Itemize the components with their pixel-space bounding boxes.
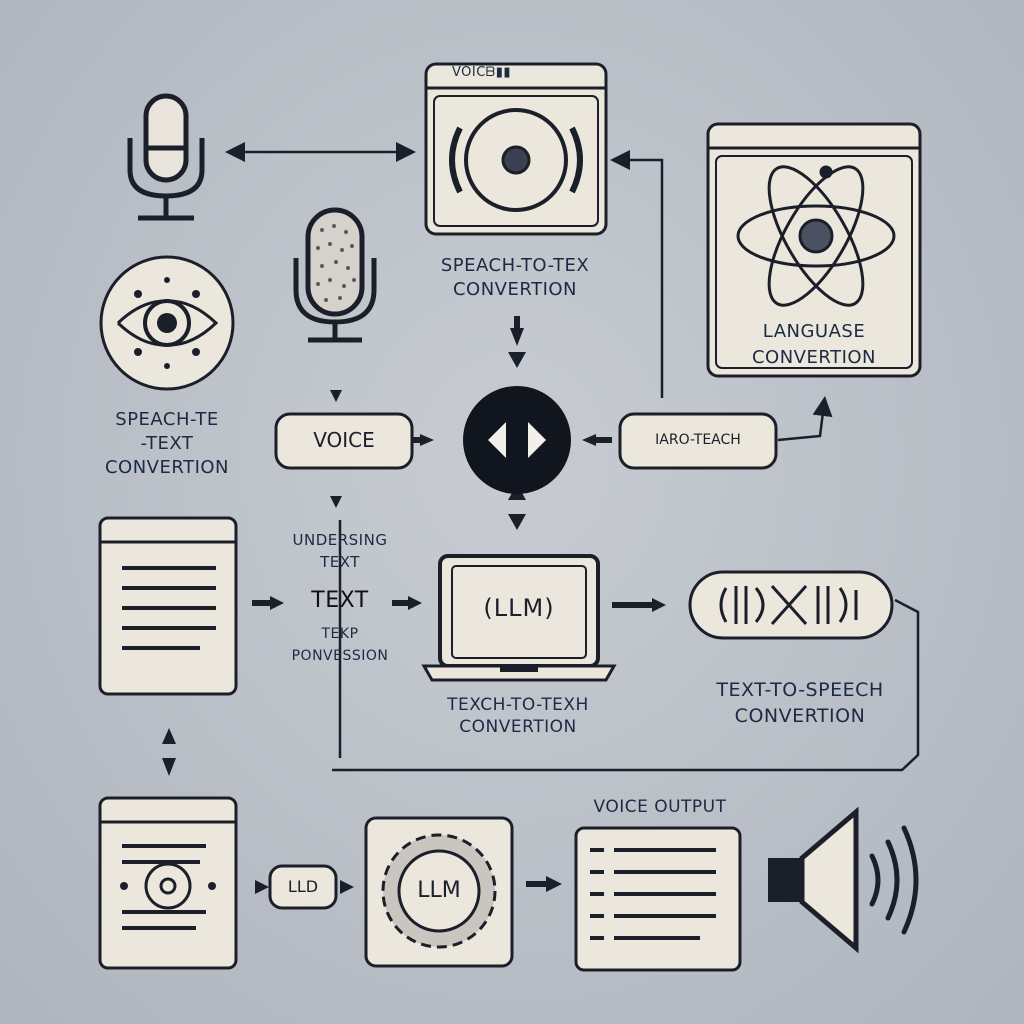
language-title-line2: CONVERTION [751, 347, 877, 368]
arrow-down-1 [330, 390, 342, 402]
microphone-icon [127, 93, 205, 221]
arrow-voice-stem [410, 437, 422, 443]
arrow-down-2-head [508, 352, 526, 368]
understanding-line1: UNDERSING [292, 531, 388, 549]
arrow-doc-to-text [270, 596, 284, 610]
teach-pill-label: IARO-TEACH [655, 432, 741, 448]
laptop-icon [421, 554, 617, 682]
bottom-loop-connector [332, 598, 920, 772]
voice-pill-label: VOICE [313, 428, 375, 452]
waveform-icon [688, 570, 894, 640]
left-title-line1: SPEACH-TE [115, 409, 219, 430]
teach-pill [618, 412, 778, 470]
texch-title-line1: TEXCH-TO-TEXH [447, 695, 589, 715]
arrow-teach-to-center [582, 434, 596, 446]
atom-icon [736, 165, 896, 307]
teach-to-voice-connector [610, 150, 664, 398]
texch-title-line2: CONVERTION [459, 717, 577, 737]
arrow-doc-stem [252, 600, 272, 606]
left-title-line3: CONVERTION [104, 457, 230, 478]
llm-screen-label: (LLM) [483, 594, 555, 622]
lld-pill-label: LLD [287, 877, 319, 896]
understanding-line5: PONVESSION [291, 648, 389, 664]
voice-pill [274, 412, 414, 470]
arrow-down-voice [330, 496, 342, 508]
understanding-line2: TEXT [320, 553, 360, 571]
arrow-gear-stem [526, 881, 548, 887]
arrow-llm-stem [612, 602, 654, 608]
tts-title-line1: TEXT-TO-SPEECH [716, 679, 884, 701]
arrow-updown-left [162, 728, 176, 776]
microphone-speckle [316, 224, 356, 302]
arrow-lld-to-gear [340, 880, 354, 894]
tts-title-line2: CONVERTION [734, 705, 866, 727]
arrow-teach-stem [594, 437, 612, 443]
arrow-gear-to-output [546, 876, 562, 892]
microphone-icon [293, 207, 377, 343]
understanding-line3: TEXT [311, 588, 369, 613]
gear-icon [364, 816, 514, 968]
arrow-down-2-stem [514, 316, 520, 330]
arrow-voice-to-center [420, 434, 434, 446]
arrow-text-stem [392, 600, 410, 606]
speaker-icon [768, 806, 919, 954]
arrow-down-2 [510, 318, 524, 346]
code-brackets-icon [463, 386, 571, 494]
arrow-llm-to-wave [652, 598, 666, 612]
voice-window-card [424, 62, 608, 236]
voice-output-title: VOICE OUTPUT [593, 797, 727, 817]
sensor-eye-icon [99, 255, 235, 391]
arrow-text-to-llm [408, 596, 422, 610]
arrow-doc2-to-lld [255, 880, 269, 894]
left-title-line2: -TEXT [140, 433, 194, 454]
document-icon [98, 516, 238, 696]
stt-title-line1: SPEACH-TO-TEX [440, 255, 590, 276]
voice-box-header: VOICᗷ▮▮ [452, 65, 512, 80]
stt-title-line2: CONVERTION [452, 279, 578, 300]
teach-to-language-connector [777, 396, 833, 442]
understanding-line4: TEKP [321, 626, 359, 642]
arrow-updown-center [508, 484, 526, 530]
gear-llm-label: LLM [417, 878, 461, 903]
lens-icon [98, 796, 238, 970]
language-title-line1: LANGUASE [762, 321, 866, 342]
document-icon [574, 826, 742, 972]
lld-pill [268, 864, 338, 910]
